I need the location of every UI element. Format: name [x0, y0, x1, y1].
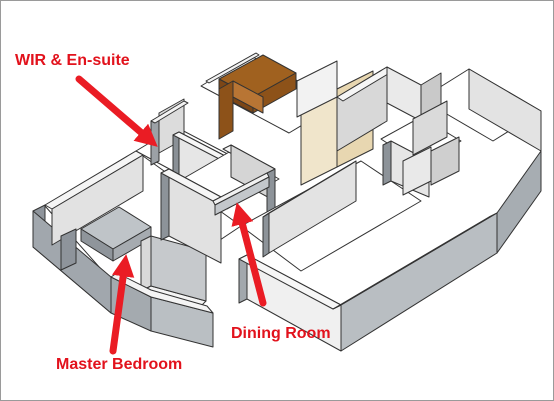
arrow-icon	[75, 75, 158, 147]
dining-room-walls	[160, 144, 280, 264]
wir-ensuite-label: WIR & En-suite	[15, 52, 130, 69]
master-bedroom-label: Master Bedroom	[56, 356, 183, 373]
arrow-icon	[231, 202, 267, 307]
kitchen-area	[200, 52, 374, 186]
living-and-right-wing-walls	[238, 66, 542, 352]
dining-room-label: Dining Room	[231, 325, 331, 342]
arrow-icon	[109, 254, 135, 355]
